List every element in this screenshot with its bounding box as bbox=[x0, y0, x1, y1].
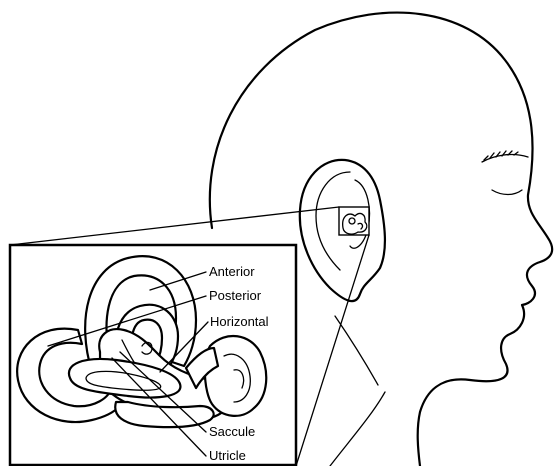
label-anterior: Anterior bbox=[209, 264, 255, 279]
eyebrow bbox=[482, 151, 528, 162]
label-utricle: Utricle bbox=[209, 448, 246, 463]
label-posterior: Posterior bbox=[209, 288, 262, 303]
zoom-line-top bbox=[10, 207, 339, 245]
label-horizontal: Horizontal bbox=[210, 314, 269, 329]
ear-detail-box bbox=[339, 207, 369, 235]
label-saccule: Saccule bbox=[209, 424, 255, 439]
closed-eye bbox=[492, 190, 522, 195]
